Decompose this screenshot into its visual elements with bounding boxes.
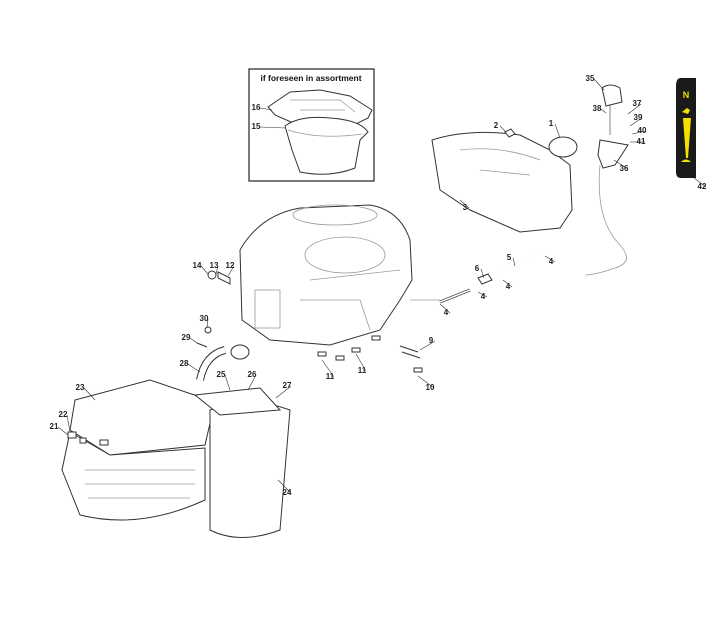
callout-41: 41 [637,137,646,146]
callout-4: 4 [444,308,449,317]
turtle-icon [681,159,691,162]
callout-26: 26 [248,370,257,379]
leader-line [631,130,647,135]
throttle-control [584,84,629,276]
callout-13: 13 [210,261,219,270]
decal-letter: N [683,90,690,100]
fuel-tank [431,128,578,233]
part-1-fuel-cap [548,136,578,158]
leader-line [277,479,292,494]
callout-9: 9 [429,336,434,345]
part-24-muffler [209,402,291,538]
leader-line [613,159,629,170]
callout-22: 22 [59,410,68,419]
fuel-lines [439,251,541,304]
leader-line [57,426,69,436]
callout-4: 4 [506,282,511,291]
part-35-knob [601,84,623,107]
throttle-wedge-icon [683,118,691,158]
callout-23: 23 [76,383,85,392]
leader-line [259,126,286,129]
callout-38: 38 [593,104,602,113]
callout-39: 39 [634,113,643,122]
callout-6: 6 [475,264,480,273]
engine [239,204,440,346]
callout-4: 4 [549,257,554,266]
leader-line [629,117,643,127]
leader-line [259,107,273,111]
leader-line [554,123,561,139]
exhaust-parts [61,344,291,538]
leader-line [200,265,209,275]
leader-line [417,375,435,389]
callout-16: 16 [252,103,261,112]
callout-25: 25 [217,370,226,379]
callout-3: 3 [463,203,468,212]
callout-40: 40 [638,126,647,135]
callout-5: 5 [507,253,512,262]
leader-line [321,359,335,378]
callout-30: 30 [200,314,209,323]
callout-10: 10 [426,383,435,392]
callout-35: 35 [586,74,595,83]
leader-line [215,265,219,275]
part-15-basket [284,116,369,175]
leader-line [477,291,488,298]
leader-line [224,374,231,391]
callout-1: 1 [549,119,554,128]
leader-line [187,363,201,373]
callout-29: 29 [182,333,191,342]
callout-11: 11 [358,366,367,375]
part-36-bracket [597,139,629,169]
part-25-bracket [193,387,282,416]
leader-line [480,268,485,279]
callout-42: 42 [698,182,707,191]
leader-line [275,385,292,399]
leader-line [355,353,367,372]
leader-line [419,340,436,351]
leader-line [206,318,209,329]
part-42-throttle-decal: N [676,78,696,178]
leader-line [459,199,470,209]
leader-line [600,108,607,114]
part-2-bolt [504,128,516,138]
part-23-heat-shield [69,379,216,456]
rabbit-icon [682,108,690,114]
leader-line [247,374,257,391]
inset-box: if foreseen in assortment [248,68,375,182]
callout-4: 4 [481,292,486,301]
leader-line [627,103,642,115]
leader-line [502,279,513,288]
leader-line [693,177,707,188]
leader-line [439,303,451,314]
callout-2: 2 [494,121,499,130]
callout-28: 28 [180,359,189,368]
leader-line [83,387,96,401]
callout-27: 27 [283,381,292,390]
callout-12: 12 [226,261,235,270]
leader-line [189,337,198,344]
callout-11: 11 [326,372,335,381]
inset-title: if foreseen in assortment [260,73,361,83]
leader-line [66,414,71,433]
leader-line [512,257,516,267]
callout-37: 37 [633,99,642,108]
leader-line [499,125,507,133]
leader-line [593,78,605,91]
callout-36: 36 [620,164,629,173]
callout-15: 15 [252,122,261,131]
leader-line [227,265,235,277]
callout-24: 24 [283,488,292,497]
leader-line [544,255,556,263]
bolts [67,270,423,446]
callout-14: 14 [193,261,202,270]
callout-21: 21 [50,422,59,431]
